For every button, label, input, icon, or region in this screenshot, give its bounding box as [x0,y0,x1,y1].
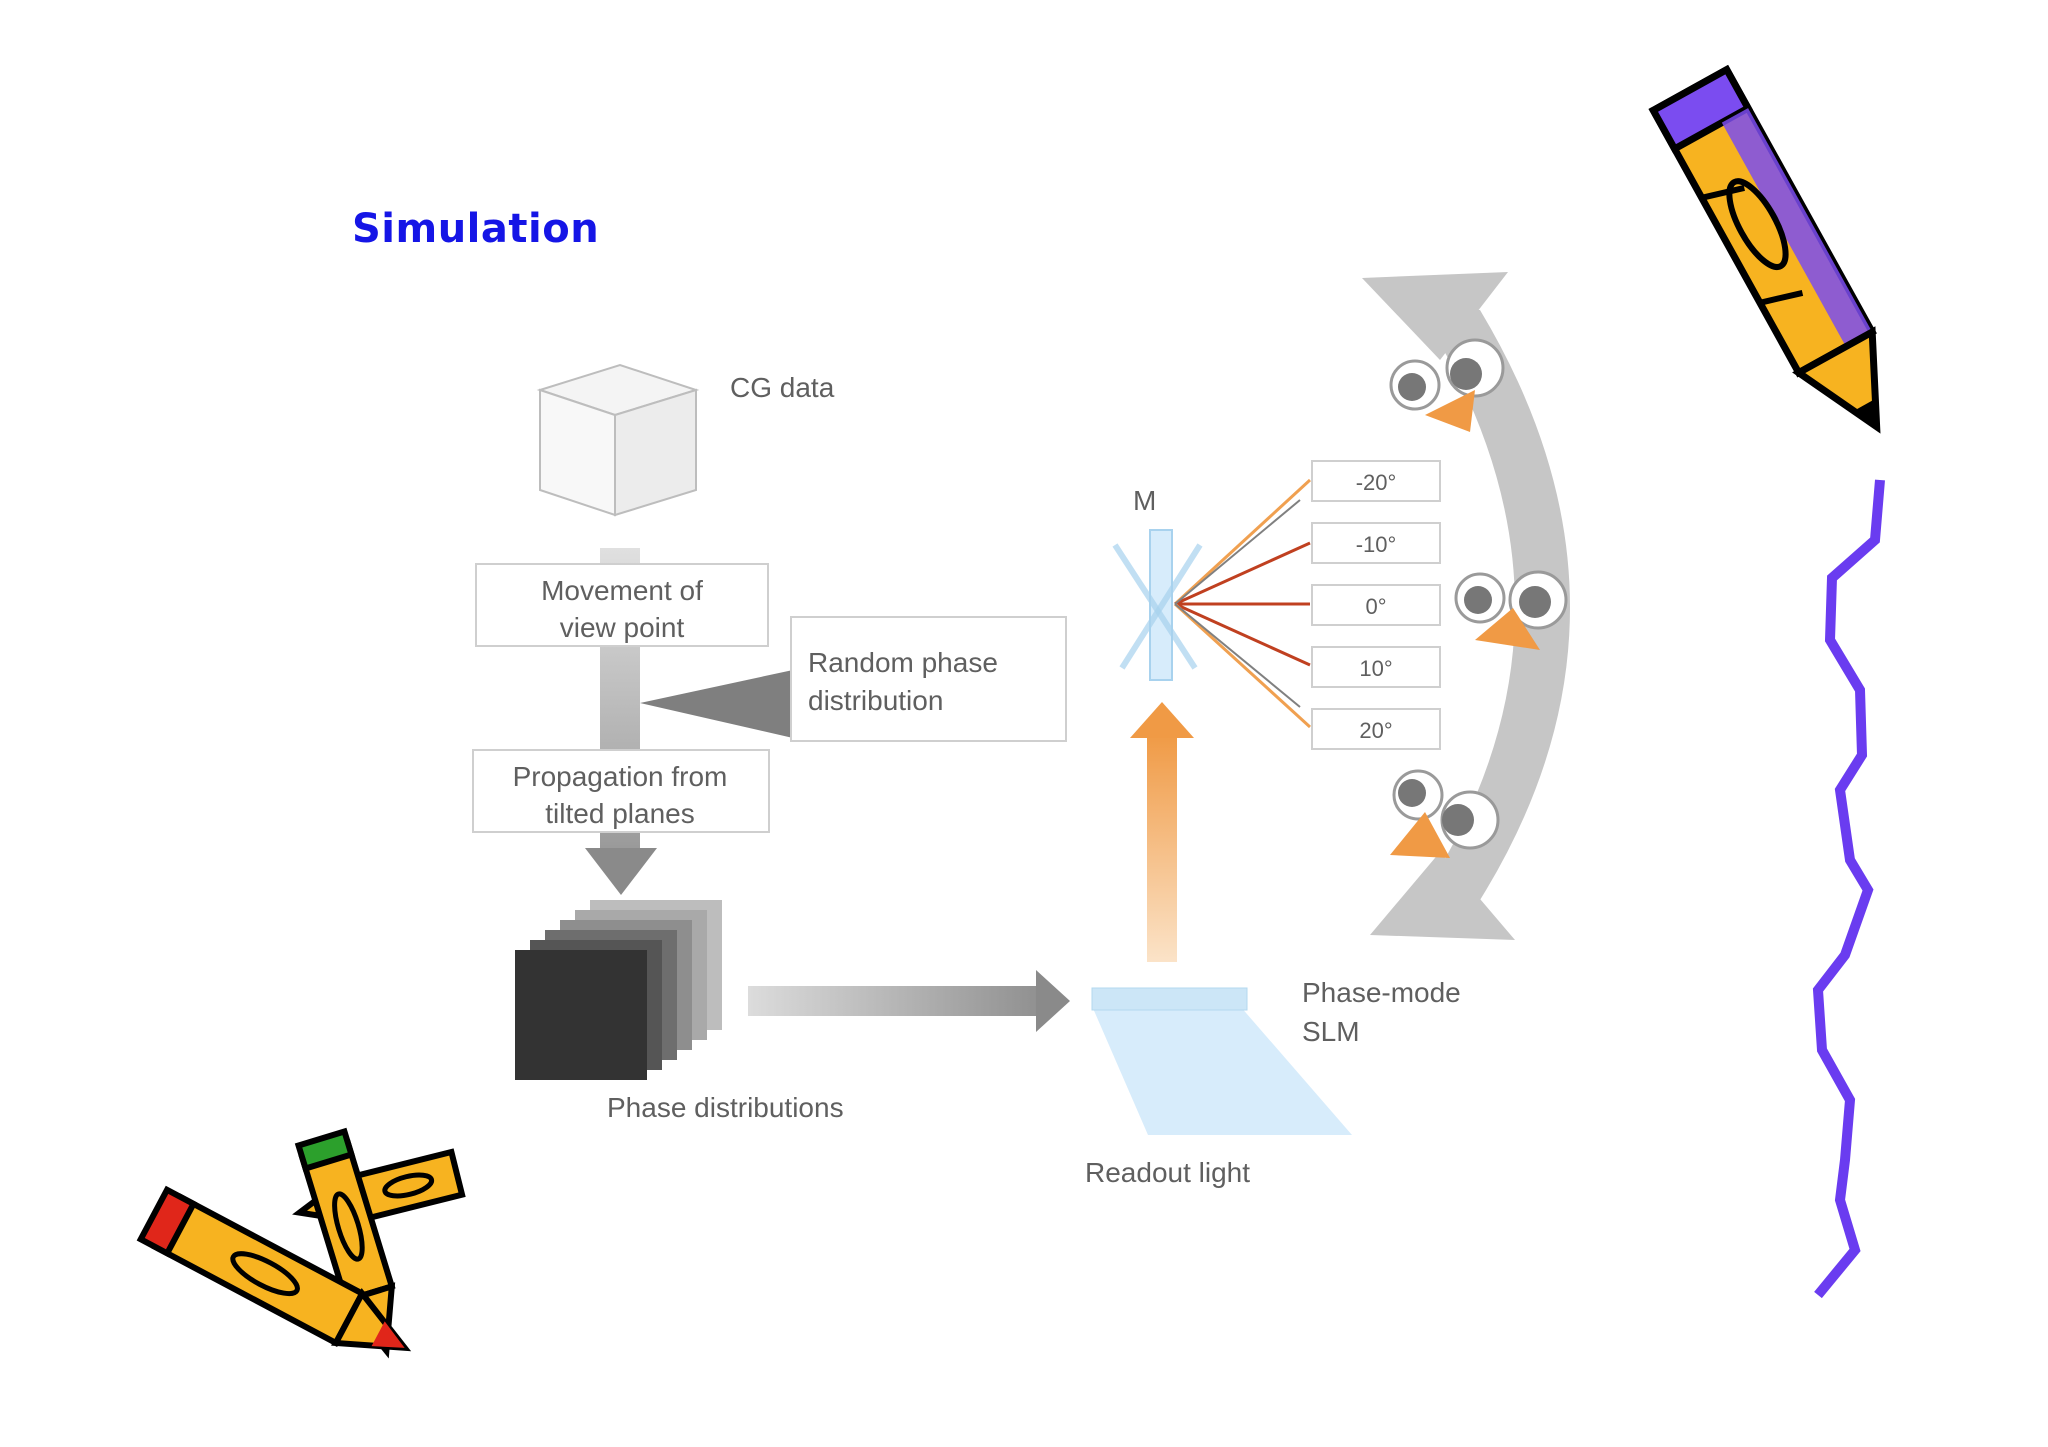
movement-label-line1: Movement of [541,575,703,606]
slm-label-line1: Phase-mode [1302,977,1461,1008]
phase-distributions-label: Phase distributions [607,1092,844,1123]
angle-boxes: -20° -10° 0° 10° 20° [1311,460,1441,750]
angle-label: -20° [1356,470,1397,495]
angle-label: 0° [1365,594,1386,619]
slm-label-line2: SLM [1302,1016,1360,1047]
ray-fan [1173,478,1312,729]
viewer-middle [1454,570,1568,650]
random-phase-label-line1: Random phase [808,647,998,678]
random-phase-box [790,616,1067,742]
random-phase-wedge [640,670,793,738]
movement-box [475,563,769,647]
mirror [1112,529,1203,681]
orange-up-arrow [1130,702,1194,962]
readout-light-label: Readout light [1085,1157,1250,1188]
slm-plate [1091,987,1248,1011]
propagation-box [472,749,770,833]
readout-light-beam [1092,1006,1352,1135]
phase-plates [515,900,722,1080]
angle-label: 10° [1359,656,1392,681]
propagation-label-line1: Propagation from [513,761,728,792]
pencil-icon [1648,64,1881,434]
angle-box [1311,584,1441,626]
propagation-label-line2: tilted planes [545,798,694,829]
down-arrow-head [585,848,657,895]
angle-box [1311,708,1441,750]
horizontal-arrow [748,970,1070,1032]
viewing-arc-arrow [1362,272,1570,940]
viewer-top [1389,338,1505,432]
squiggle-line-icon [1812,479,1885,1299]
angle-box [1311,646,1441,688]
cg-cube [536,363,700,517]
viewer-bottom [1390,769,1500,858]
mirror-label: M [1133,485,1156,516]
movement-label-line2: view point [560,612,685,643]
cg-data-label: CG data [730,372,835,403]
random-phase-label-line2: distribution [808,685,943,716]
slide-title: Simulation [352,206,600,252]
angle-box [1311,460,1441,502]
angle-label: 20° [1359,718,1392,743]
crossed-pencils-icon [136,1127,466,1359]
angle-label: -10° [1356,532,1397,557]
angle-box [1311,522,1441,564]
